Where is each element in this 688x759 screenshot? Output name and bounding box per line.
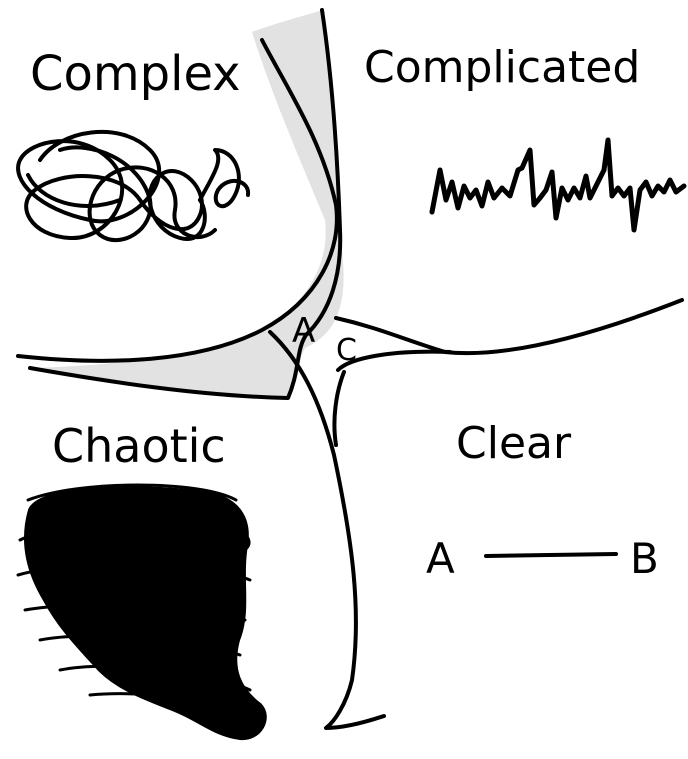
domain-label-complex: Complex [30, 46, 241, 102]
cliff-shading [30, 10, 344, 398]
boundary-chaotic-clear [268, 330, 386, 730]
straight-line-icon [484, 552, 618, 558]
boundary-disorder-c [336, 349, 452, 372]
clear-path-start: A [426, 534, 455, 583]
clear-path-end: B [630, 534, 659, 583]
boundary-complicated-clear [334, 298, 684, 356]
domain-label-complicated: Complicated [364, 42, 640, 93]
waveform-icon [429, 137, 687, 233]
domain-label-chaotic: Chaotic [52, 419, 226, 473]
tangled-scribble-icon [16, 129, 251, 242]
domain-label-clear: Clear [456, 418, 572, 469]
boundary-complex-chaotic-upper [16, 38, 339, 363]
region-label-c: C [336, 333, 357, 368]
boundary-disorder-left [332, 370, 346, 447]
boundary-complex-chaotic-lower [28, 8, 343, 400]
region-label-a: A [292, 311, 315, 351]
tornado-scribble-icon [16, 483, 267, 741]
